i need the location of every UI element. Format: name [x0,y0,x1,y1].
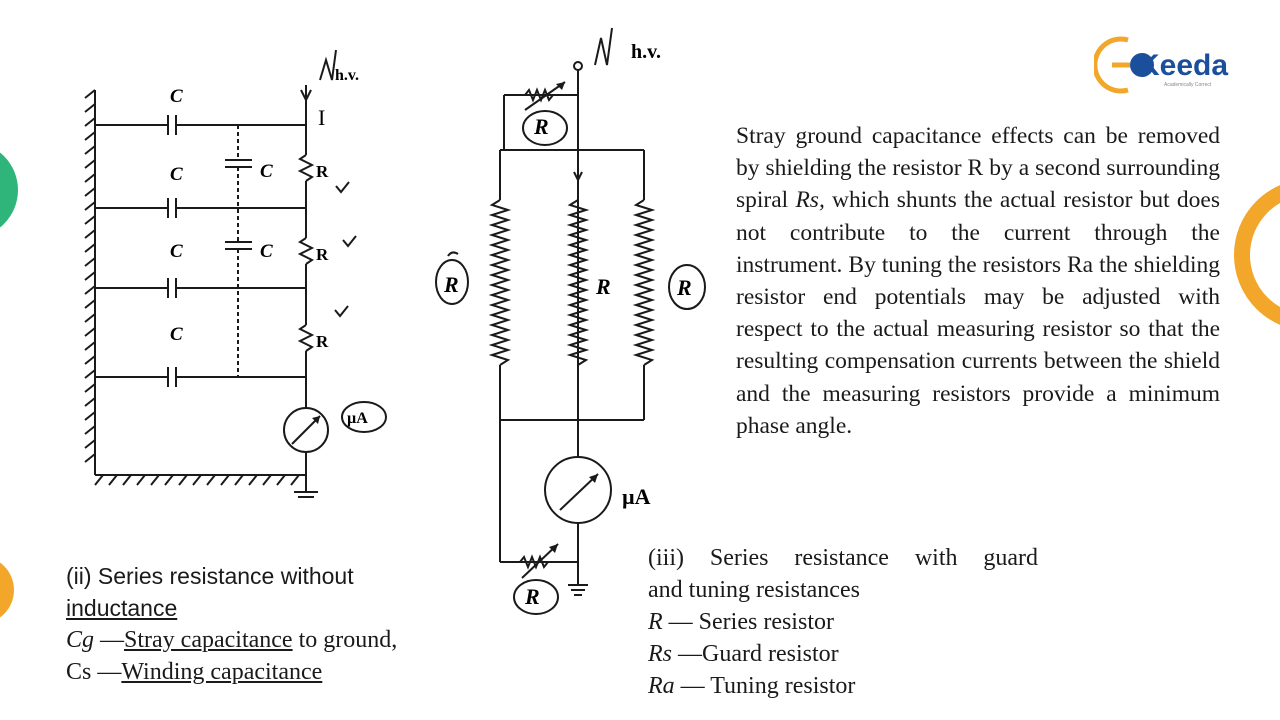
legend-symbol: Ra [648,673,675,699]
left-circuit-diagram: h.v. I C C C C C C R R R µA [84,49,387,498]
ri-label: R [676,275,692,300]
left-caption-title-b: inductance [66,595,178,621]
r-label: R [316,162,329,181]
legend-text: —Guard resistor [672,641,839,667]
title-word: (iii) [648,545,684,571]
cg-label: C [170,324,183,345]
title-word: Series [709,545,769,571]
mid-caption-title-a: (iii) Series resistance with guard [648,542,1038,574]
left-caption: (ii) Series resistance without inductanc… [66,560,486,688]
para-part2: which shunts the actual resistor but doe… [736,187,1220,439]
para-rs: Rs, [795,187,825,214]
cs-symbol: Cs [66,659,92,685]
r-label: R [316,332,329,351]
left-caption-title-a: (ii) Series resistance without [66,563,354,589]
legend-symbol: Rs [648,641,672,667]
cs-label: C [260,241,273,262]
cs-label: C [260,161,273,182]
meter-label: µA [347,410,368,427]
cg-dash: — [94,627,125,653]
cg-label: C [170,86,183,107]
cg-line: Cg —Stray capacitance to ground, [66,624,486,656]
legend-item: Ra — Tuning resistor [648,670,1038,702]
cg-tail: to ground, [292,627,398,653]
r-label: R [316,245,329,264]
legend-text: — Tuning resistor [674,673,856,699]
title-word: with [914,545,958,571]
cs-line: Cs —Winding capacitance [66,656,486,688]
title-word: guard [983,545,1038,571]
logo-dot-icon [1130,53,1154,77]
ra-bottom-label: R [524,584,540,609]
legend-text: — Series resistor [662,609,834,635]
mid-caption-title-b: and tuning resistances [648,577,860,603]
cg-text: Stray capacitance [124,627,293,653]
ra-top-label: R [533,114,549,139]
title-word: resistance [794,545,889,571]
para-part1: Stray ground capacitance effects can be … [736,123,1220,214]
cs-text: Winding capacitance [121,659,323,685]
meter-label: µA [622,484,651,509]
cs-dash: — [91,659,122,685]
legend-item: R — Series resistor [648,606,1038,638]
cg-label: C [170,164,183,185]
explanation-paragraph: Stray ground capacitance effects can be … [736,120,1220,442]
logo-tagline: Academically Correct [1164,82,1212,88]
hv-label: h.v. [631,41,661,63]
green-decor-circle [0,152,18,228]
cg-symbol: Cg [66,627,95,653]
rs-label: R [443,272,459,297]
orange-decor-circle-left [0,562,14,618]
middle-caption: (iii) Series resistance with guard and t… [648,542,1038,702]
legend-symbol: R [648,609,663,635]
middle-circuit-diagram: h.v. R R R R µA R [435,27,706,615]
keeda-logo: Keeda Academically Correct [1094,36,1228,94]
orange-decor-ring-right [1234,185,1280,325]
hv-label: h.v. [335,67,359,84]
logo-text: Keeda [1138,49,1228,82]
r-label: R [595,274,611,299]
cg-label: C [170,241,183,262]
legend-item: Rs —Guard resistor [648,638,1038,670]
current-label: I [318,105,325,130]
